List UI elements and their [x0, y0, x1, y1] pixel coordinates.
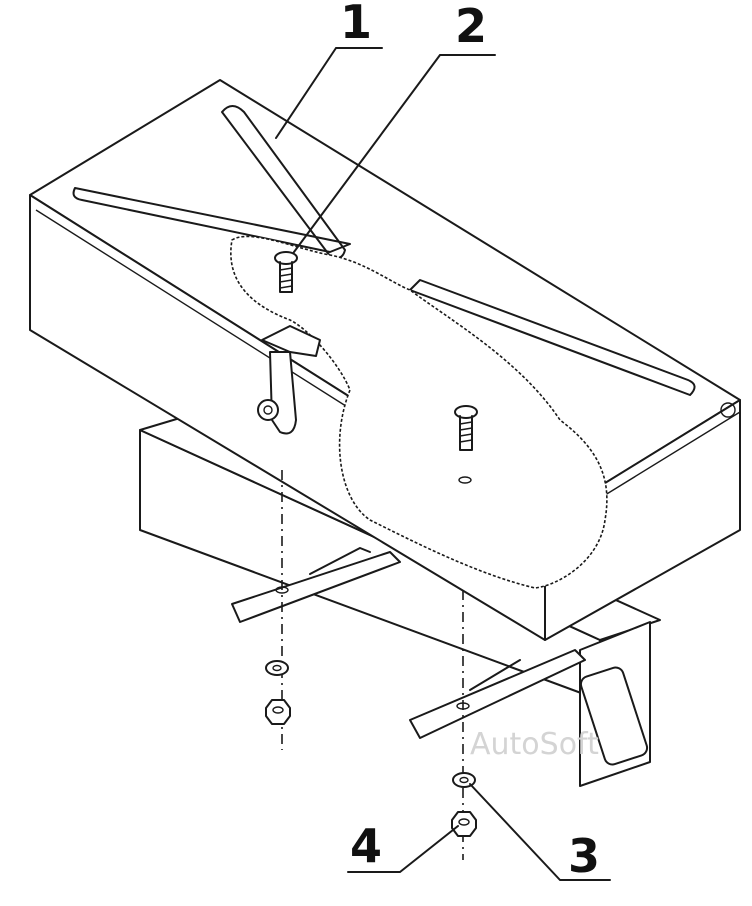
bolt-upper: [274, 251, 298, 293]
leader-1: [275, 47, 383, 139]
leader-3: [469, 783, 611, 881]
bolt-lower: [454, 405, 478, 484]
washer-left: [265, 660, 289, 676]
watermark: AutoSoft: [470, 727, 599, 762]
strap-left: [231, 551, 401, 623]
leader-4: [347, 825, 459, 873]
tube-end-face: [579, 621, 651, 787]
callout-4: 4: [350, 819, 382, 873]
tube-hollow-opening: [579, 666, 649, 766]
box-end-face: [544, 399, 741, 641]
box-latch: [257, 325, 321, 435]
hinge-pin-icon: [720, 402, 736, 418]
lid-slot-right: [409, 279, 696, 396]
cutaway-section: [230, 235, 608, 589]
strap-right: [409, 649, 586, 739]
callout-2: 2: [455, 0, 487, 53]
nut-right: [451, 811, 477, 837]
leader-2: [293, 54, 496, 253]
lid-slot-left: [72, 187, 351, 253]
mounting-straps: [231, 547, 586, 739]
callout-3: 3: [568, 829, 600, 883]
nut-left: [265, 699, 291, 725]
callout-1: 1: [340, 0, 372, 49]
